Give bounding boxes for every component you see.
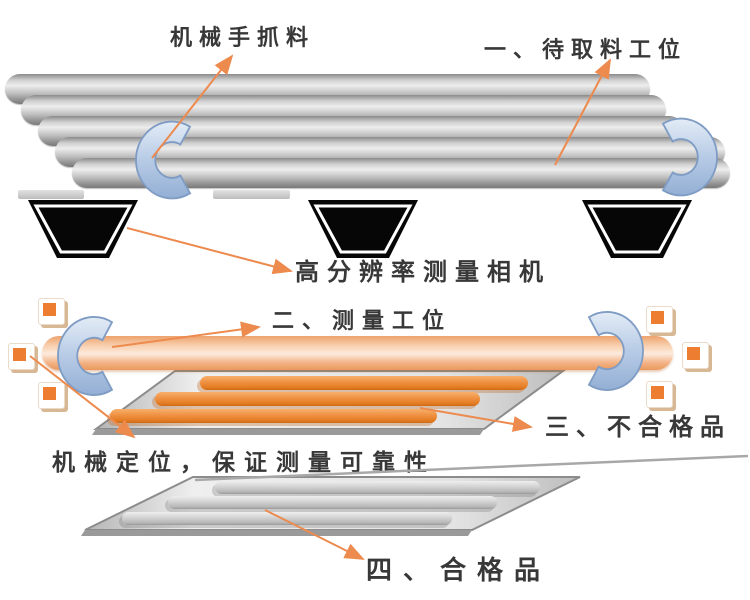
pass-tray-edge <box>81 530 472 536</box>
camera-trapezoid-icon <box>26 198 140 260</box>
label-station3: 三、不合格品 <box>545 413 731 441</box>
label-camera: 高分辨率测量相机 <box>295 258 551 286</box>
sample-block-face <box>651 386 664 399</box>
material-rod <box>72 158 730 188</box>
sample-block-icon <box>646 381 673 408</box>
camera-trapezoid-icon <box>580 198 694 260</box>
measurement-rod <box>42 336 673 370</box>
sample-block-face <box>43 387 56 400</box>
reject-tray-edge <box>92 429 484 435</box>
sample-block-face <box>43 303 56 316</box>
sample-block-face <box>13 348 26 361</box>
reject-rod <box>200 376 528 390</box>
reject-rod <box>110 409 437 423</box>
sample-block-icon <box>8 343 35 370</box>
sample-block-icon <box>646 306 673 333</box>
support-rail <box>18 190 84 199</box>
sample-block-face <box>651 311 664 324</box>
label-station4: 四、合格品 <box>366 556 552 586</box>
pass-rod <box>122 512 452 525</box>
label-station1: 一、待取料工位 <box>484 38 688 63</box>
annotation-arrow-icon <box>126 227 293 275</box>
label-robot-grab: 机械手抓料 <box>170 26 316 51</box>
pass-rod <box>168 496 497 509</box>
pass-rod <box>215 481 540 494</box>
camera-trapezoid-icon <box>306 198 420 260</box>
sample-block-face <box>687 347 700 360</box>
label-positioning: 机械定位，保证测量可靠性 <box>52 450 436 476</box>
sample-block-icon <box>38 382 65 409</box>
reject-rod <box>155 392 480 406</box>
sample-block-icon <box>682 342 709 369</box>
sample-block-icon <box>38 298 65 325</box>
support-rail <box>213 190 290 199</box>
label-station2: 二、测量工位 <box>272 309 453 334</box>
